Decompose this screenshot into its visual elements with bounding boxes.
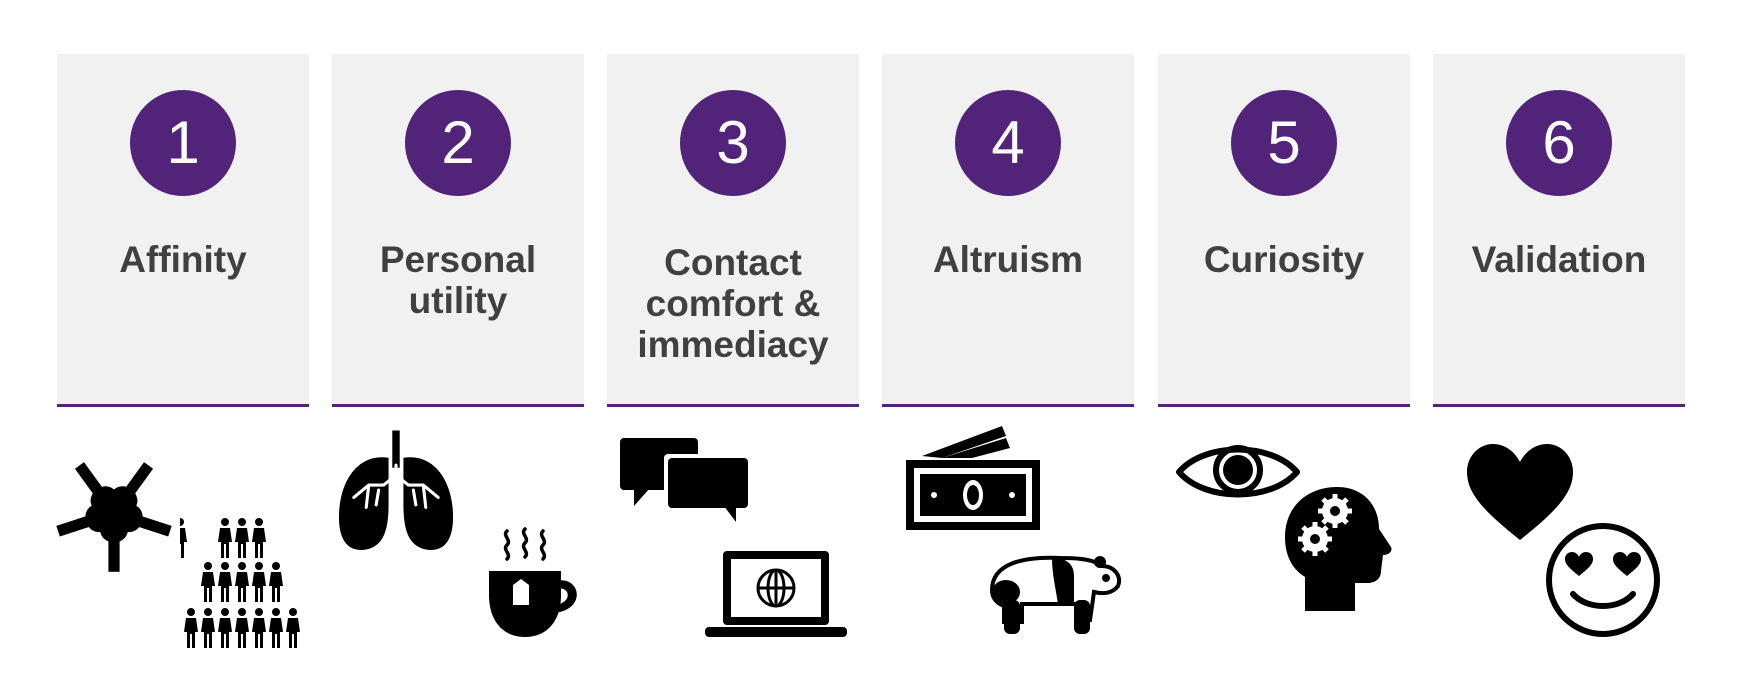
heart-icon: [1465, 442, 1575, 542]
title-line: Personal: [379, 239, 537, 280]
title-line: Curiosity: [1203, 239, 1365, 280]
panda-icon: [982, 550, 1124, 638]
tea-cup-icon: [485, 525, 585, 640]
card-title: Affinity: [57, 239, 309, 280]
money-icon: [902, 426, 1040, 532]
title-line: Validation: [1471, 239, 1647, 280]
title-line: comfort &: [645, 283, 821, 324]
people-pyramid-icon: [180, 518, 310, 655]
number-badge: 1: [130, 90, 236, 196]
laptop-globe-icon: [705, 551, 847, 639]
number-badge: 3: [680, 90, 786, 196]
number-badge: 4: [955, 90, 1061, 196]
eye-icon: [1175, 436, 1301, 508]
card-title: Curiosity: [1158, 239, 1410, 280]
title-line: immediacy: [637, 324, 829, 365]
title-line: Affinity: [119, 239, 247, 280]
chat-bubbles-icon: [620, 438, 748, 526]
lungs-icon: [334, 430, 458, 555]
card-curiosity: 5 Curiosity: [1158, 54, 1410, 407]
title-line: Altruism: [932, 239, 1084, 280]
title-line: Contact: [664, 242, 802, 283]
number-badge: 6: [1506, 90, 1612, 196]
heart-eyes-smiley-icon: [1543, 520, 1663, 640]
head-gears-icon: [1285, 485, 1393, 611]
card-altruism: 4 Altruism: [882, 54, 1134, 407]
card-title: Altruism: [882, 239, 1134, 280]
title-line: utility: [408, 280, 508, 321]
number-badge: 5: [1231, 90, 1337, 196]
number-badge: 2: [405, 90, 511, 196]
card-title: Validation: [1433, 239, 1685, 280]
card-affinity: 1 Affinity: [57, 54, 309, 407]
hands-circle-icon: [44, 443, 184, 583]
card-validation: 6 Validation: [1433, 54, 1685, 407]
